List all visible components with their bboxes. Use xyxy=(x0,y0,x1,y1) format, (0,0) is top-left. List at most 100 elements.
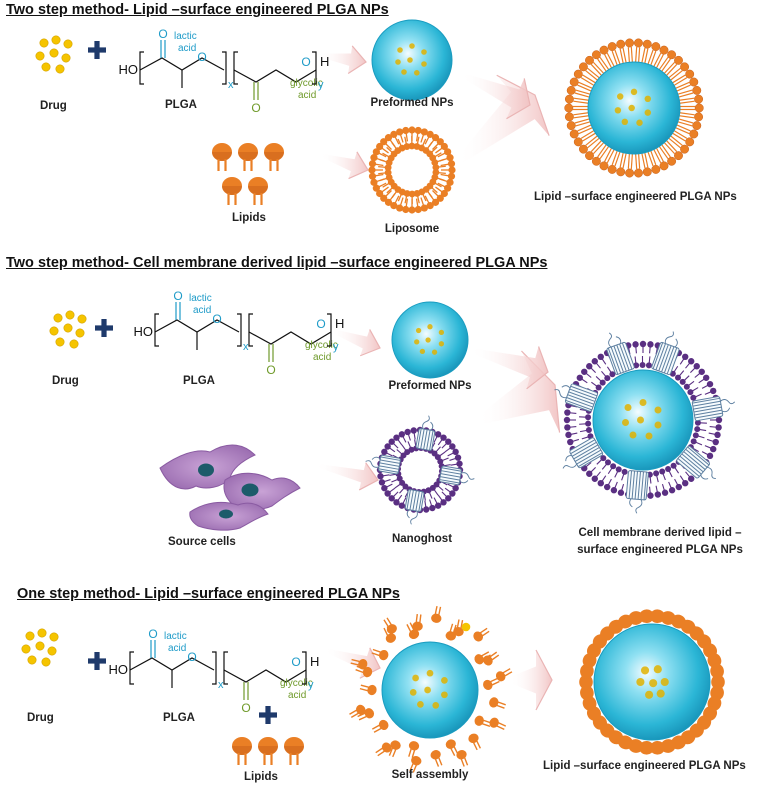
lipid-surface-engineered-np xyxy=(564,38,704,178)
result-label: Cell membrane derived lipid – surface en… xyxy=(550,525,770,559)
cell-membrane-coated-np xyxy=(554,331,736,514)
arrow-icon xyxy=(510,649,553,711)
plga-o-label: O xyxy=(266,363,275,377)
membrane-protein xyxy=(625,470,649,514)
membrane-protein xyxy=(554,383,598,412)
lipid-molecule-icon xyxy=(212,143,284,205)
plga-o-label: O xyxy=(158,27,167,41)
self-assembly-np xyxy=(349,606,513,773)
glycolic-acid-label: acid xyxy=(313,352,331,363)
preformed-nps-label: Preformed NPs xyxy=(370,97,454,109)
plga-subscript-x: x xyxy=(218,679,224,691)
nanoghost-label: Nanoghost xyxy=(391,533,453,545)
glycolic-acid-label: glycolic xyxy=(305,340,338,351)
lactic-acid-label: lactic xyxy=(189,293,212,304)
membrane-protein xyxy=(651,331,680,375)
plga-label: PLGA xyxy=(163,712,195,724)
self-assembly-label: Self assembly xyxy=(391,769,469,781)
plga-ho-label: HO xyxy=(119,62,139,77)
plga-o-label: O xyxy=(291,655,300,669)
arrow-icon xyxy=(317,45,367,75)
plus-icon xyxy=(95,319,113,337)
plga-label: PLGA xyxy=(165,99,197,111)
arrow-icon xyxy=(469,346,549,390)
drug-label: Drug xyxy=(27,712,54,724)
glycolic-acid-label: acid xyxy=(288,690,306,701)
plga-o-label: O xyxy=(173,289,182,303)
section-heading: Two step method- Lipid –surface engineer… xyxy=(6,2,389,18)
result-label-line1: Cell membrane derived lipid – xyxy=(578,527,742,539)
plga-h-label: H xyxy=(320,54,329,69)
glycolic-acid-label: acid xyxy=(298,90,316,101)
plga-subscript-x: x xyxy=(228,79,234,91)
plga-o-label: O xyxy=(251,101,260,115)
source-cell-icon xyxy=(159,444,301,531)
plga-o-label: O xyxy=(187,650,196,664)
membrane-protein xyxy=(415,415,436,451)
plus-icon xyxy=(88,41,106,59)
glycolic-acid-label: glycolic xyxy=(280,678,313,689)
nanoparticle-core xyxy=(391,301,469,379)
arrow-icon xyxy=(314,462,379,491)
liposome-icon xyxy=(368,126,456,214)
drug-label: Drug xyxy=(52,375,79,387)
drug-cluster-icon xyxy=(35,35,73,74)
section-heading: Two step method- Cell membrane derived l… xyxy=(6,255,548,271)
liposome-label: Liposome xyxy=(384,223,440,235)
membrane-protein xyxy=(562,437,604,469)
plga-o-label: O xyxy=(316,317,325,331)
membrane-protein xyxy=(691,396,736,422)
lactic-acid-label: acid xyxy=(168,643,186,654)
lipid-surface-engineered-np xyxy=(579,609,725,755)
lactic-acid-label: lactic xyxy=(174,31,197,42)
plga-o-label: O xyxy=(197,50,206,64)
plga-subscript-x: x xyxy=(243,341,249,353)
plga-label: PLGA xyxy=(183,375,215,387)
plga-o-label: O xyxy=(301,55,310,69)
membrane-protein xyxy=(606,332,635,375)
membrane-protein xyxy=(439,465,475,486)
plga-h-label: H xyxy=(310,654,319,669)
preformed-nps-label: Preformed NPs xyxy=(388,380,472,392)
membrane-protein xyxy=(365,454,401,475)
arrow-icon xyxy=(329,328,381,357)
plga-subscript-y: y xyxy=(308,679,314,691)
plga-subscript-y: y xyxy=(318,79,324,91)
plus-icon xyxy=(259,706,277,724)
drug-dot xyxy=(461,622,471,632)
drug-label: Drug xyxy=(40,100,67,112)
plga-ho-label: HO xyxy=(109,662,129,677)
lactic-acid-label: acid xyxy=(178,43,196,54)
lactic-acid-label: lactic xyxy=(164,631,187,642)
plga-h-label: H xyxy=(335,316,344,331)
lipid-molecule-icon xyxy=(232,737,304,765)
plga-ho-label: HO xyxy=(134,324,154,339)
source-cells-label: Source cells xyxy=(168,536,236,548)
plus-icon xyxy=(88,652,106,670)
lipids-label: Lipids xyxy=(232,212,266,224)
nanoparticle-core xyxy=(371,19,453,101)
result-label: Lipid –surface engineered PLGA NPs xyxy=(534,191,737,203)
drug-cluster-icon xyxy=(21,628,59,667)
arrow-icon xyxy=(319,151,369,180)
result-label: Lipid –surface engineered PLGA NPs xyxy=(543,760,746,772)
nanoghost-icon xyxy=(365,415,475,525)
membrane-protein xyxy=(404,489,425,525)
lipids-label: Lipids xyxy=(244,771,278,783)
particle-layer xyxy=(21,19,736,773)
drug-cluster-icon xyxy=(49,310,87,349)
arrow-icon xyxy=(461,72,531,120)
glycolic-acid-label: glycolic xyxy=(290,78,323,89)
plga-o-label: O xyxy=(148,627,157,641)
membrane-protein xyxy=(676,445,716,480)
plga-o-label: O xyxy=(241,701,250,715)
lactic-acid-label: acid xyxy=(193,305,211,316)
plga-subscript-y: y xyxy=(333,341,339,353)
result-label-line2: surface engineered PLGA NPs xyxy=(577,544,743,556)
section-heading: One step method- Lipid –surface engineer… xyxy=(17,586,400,602)
plga-o-label: O xyxy=(212,312,221,326)
